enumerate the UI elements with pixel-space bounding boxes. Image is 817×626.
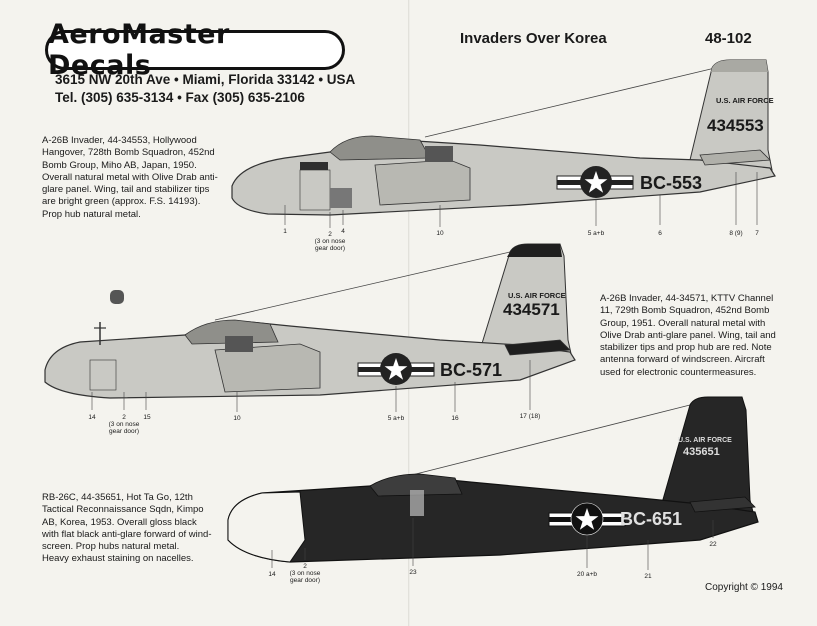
callout-note: gear door) (290, 577, 320, 584)
sheet-number: 48-102 (705, 30, 752, 47)
page-fold (408, 0, 410, 626)
callout-number: 2 (122, 414, 126, 421)
callout-note: (3 on nose (289, 570, 321, 577)
desc-line: Bomb Group, Miho AB, Japan, 1950. (42, 159, 197, 171)
callout: 6 (658, 230, 662, 237)
aircraft-3-fuselage-code: BC-651 (620, 509, 683, 529)
callout: 22 (709, 541, 717, 548)
aircraft-3-description: RB-26C, 44-35651, Hot Ta Go, 12th Tactic… (42, 492, 212, 566)
brand-name: AeroMaster Decals (48, 19, 230, 81)
desc-line: Prop hub natural metal. (42, 208, 141, 220)
aircraft-1-tail-text: U.S. AIR FORCE (716, 96, 774, 105)
callout: 2 (3 on nose gear door) (310, 231, 350, 252)
aircraft-2-fuselage-code: BC-571 (440, 360, 503, 380)
desc-line: used for electronic countermeasures. (600, 366, 757, 378)
callout: 15 (143, 414, 151, 421)
callout: 14 (88, 414, 96, 421)
callout: 10 (436, 230, 444, 237)
address-line-2: Tel. (305) 635-3134 • Fax (305) 635-2106 (55, 90, 305, 105)
desc-line: glare panel. Wing, tail and stabilizer t… (42, 184, 210, 196)
brand-logo: AeroMaster Decals (45, 19, 345, 81)
callout: 5 a+b (587, 230, 605, 237)
callout: 2 (3 on nose gear door) (104, 414, 144, 435)
callout: 7 (755, 230, 759, 237)
aircraft-3-tail-serial: 435651 (683, 446, 720, 458)
aircraft-1-description: A-26B Invader, 44-34553, Hollywood Hango… (42, 135, 218, 221)
callout: 8 (9) (729, 230, 743, 237)
desc-line: A-26B Invader, 44-34553, Hollywood (42, 135, 197, 146)
aircraft-2-tail-text: U.S. AIR FORCE (508, 291, 566, 300)
callout: 14 (268, 571, 276, 578)
desc-line: antenna forward of windscreen. Aircraft (600, 354, 765, 366)
desc-line: screen. Prop hubs natural metal. (42, 541, 180, 553)
callout: 2 (3 on nose gear door) (285, 563, 325, 584)
callout: 16 (451, 415, 459, 422)
callout: 23 (409, 569, 417, 576)
desc-line: AB, Korea, 1953. Overall gloss black (42, 516, 197, 528)
desc-line: A-26B Invader, 44-34571, KTTV Channel (600, 293, 774, 304)
aircraft-2-tail-serial: 434571 (503, 300, 560, 319)
callout-note: gear door) (315, 245, 345, 252)
address-line-1: 3615 NW 20th Ave • Miami, Florida 33142 … (55, 72, 356, 87)
desc-line: RB-26C, 44-35651, Hot Ta Go, 12th (42, 492, 193, 503)
desc-line: stabilizer tips and prop hub are red. No… (600, 342, 772, 354)
aircraft-1-fuselage-code: BC-553 (640, 173, 703, 193)
callout-note: (3 on nose (108, 421, 140, 428)
desc-line: 11, 729th Bomb Squadron, 452nd Bomb (600, 305, 770, 317)
callout: 4 (341, 228, 345, 235)
callout: 1 (283, 228, 287, 235)
desc-line: Heavy exhaust staining on nacelles. (42, 553, 194, 565)
aircraft-2-description: A-26B Invader, 44-34571, KTTV Channel 11… (600, 293, 776, 379)
callout-note: gear door) (109, 428, 139, 435)
desc-line: Hangover, 728th Bomb Squadron, 452nd (42, 147, 215, 159)
copyright-notice: Copyright © 1994 (705, 582, 783, 593)
callout: 5 a+b (387, 415, 405, 422)
callout: 20 a+b (576, 571, 598, 578)
aircraft-2-profile (44, 243, 576, 412)
aircraft-3-profile (227, 396, 759, 570)
desc-line: Group, 1951. Overall natural metal with (600, 317, 766, 329)
desc-line: with flat black anti-glare forward of wi… (42, 528, 212, 540)
aircraft-1-tail-serial: 434553 (707, 116, 764, 135)
desc-line: Overall natural metal with Olive Drab an… (42, 171, 218, 183)
callout: 10 (233, 415, 241, 422)
callout: 17 (18) (519, 413, 541, 420)
desc-line: are bright green (approx. F.S. 14193). (42, 196, 201, 208)
aircraft-1-profile (231, 59, 776, 228)
aircraft-3-tail-text: U.S. AIR FORCE (678, 437, 732, 444)
desc-line: Tactical Reconnaissance Sqdn, Kimpo (42, 504, 204, 516)
sheet-title: Invaders Over Korea (460, 30, 607, 47)
desc-line: Olive Drab anti-glare panel. Wing, tail … (600, 329, 776, 341)
callout-number: 2 (303, 563, 307, 570)
callout-note: (3 on nose (314, 238, 346, 245)
callout: 21 (644, 573, 652, 580)
company-address: 3615 NW 20th Ave • Miami, Florida 33142 … (55, 71, 355, 107)
callout-number: 2 (328, 231, 332, 238)
